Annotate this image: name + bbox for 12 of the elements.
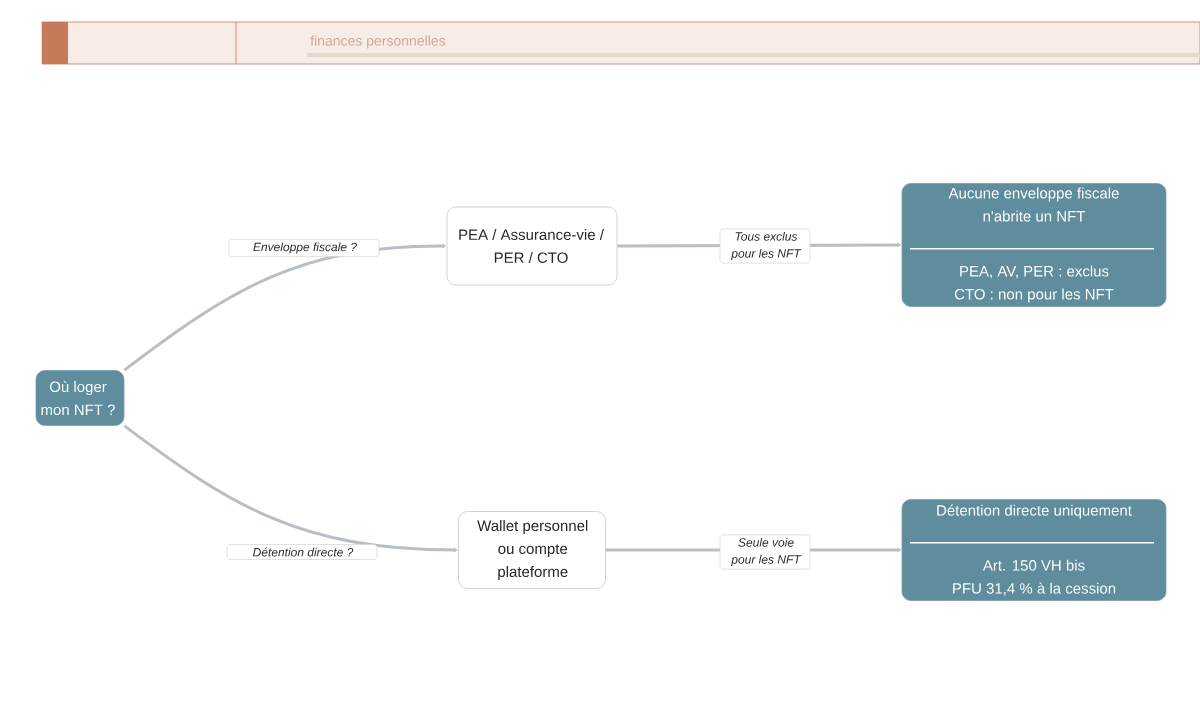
connector bbox=[123, 243, 447, 372]
connector bbox=[123, 424, 458, 553]
option-box: Wallet personnel ou compte plateforme bbox=[458, 511, 606, 589]
edge-label: Enveloppe fiscale ? bbox=[228, 239, 380, 257]
result-box: Aucune enveloppe fiscale n'abrite un NFT PEA, AV, PER : exclus CTO : non pour les NFT bbox=[901, 183, 1167, 307]
tagline: finances personnelles bbox=[310, 35, 446, 49]
result-box: Détention directe uniquement Art. 150 VH bis PFU 31,4 % à la cession bbox=[901, 499, 1167, 601]
option-box: PEA / Assurance-vie / PER / CTO bbox=[446, 206, 618, 286]
edge-label: Détention directe ? bbox=[226, 544, 378, 560]
edge-label: Seule voie pour les NFT bbox=[719, 534, 811, 570]
question-box: Où loger mon NFT ? bbox=[35, 370, 125, 426]
edge-label: Tous exclus pour les NFT bbox=[719, 228, 811, 264]
